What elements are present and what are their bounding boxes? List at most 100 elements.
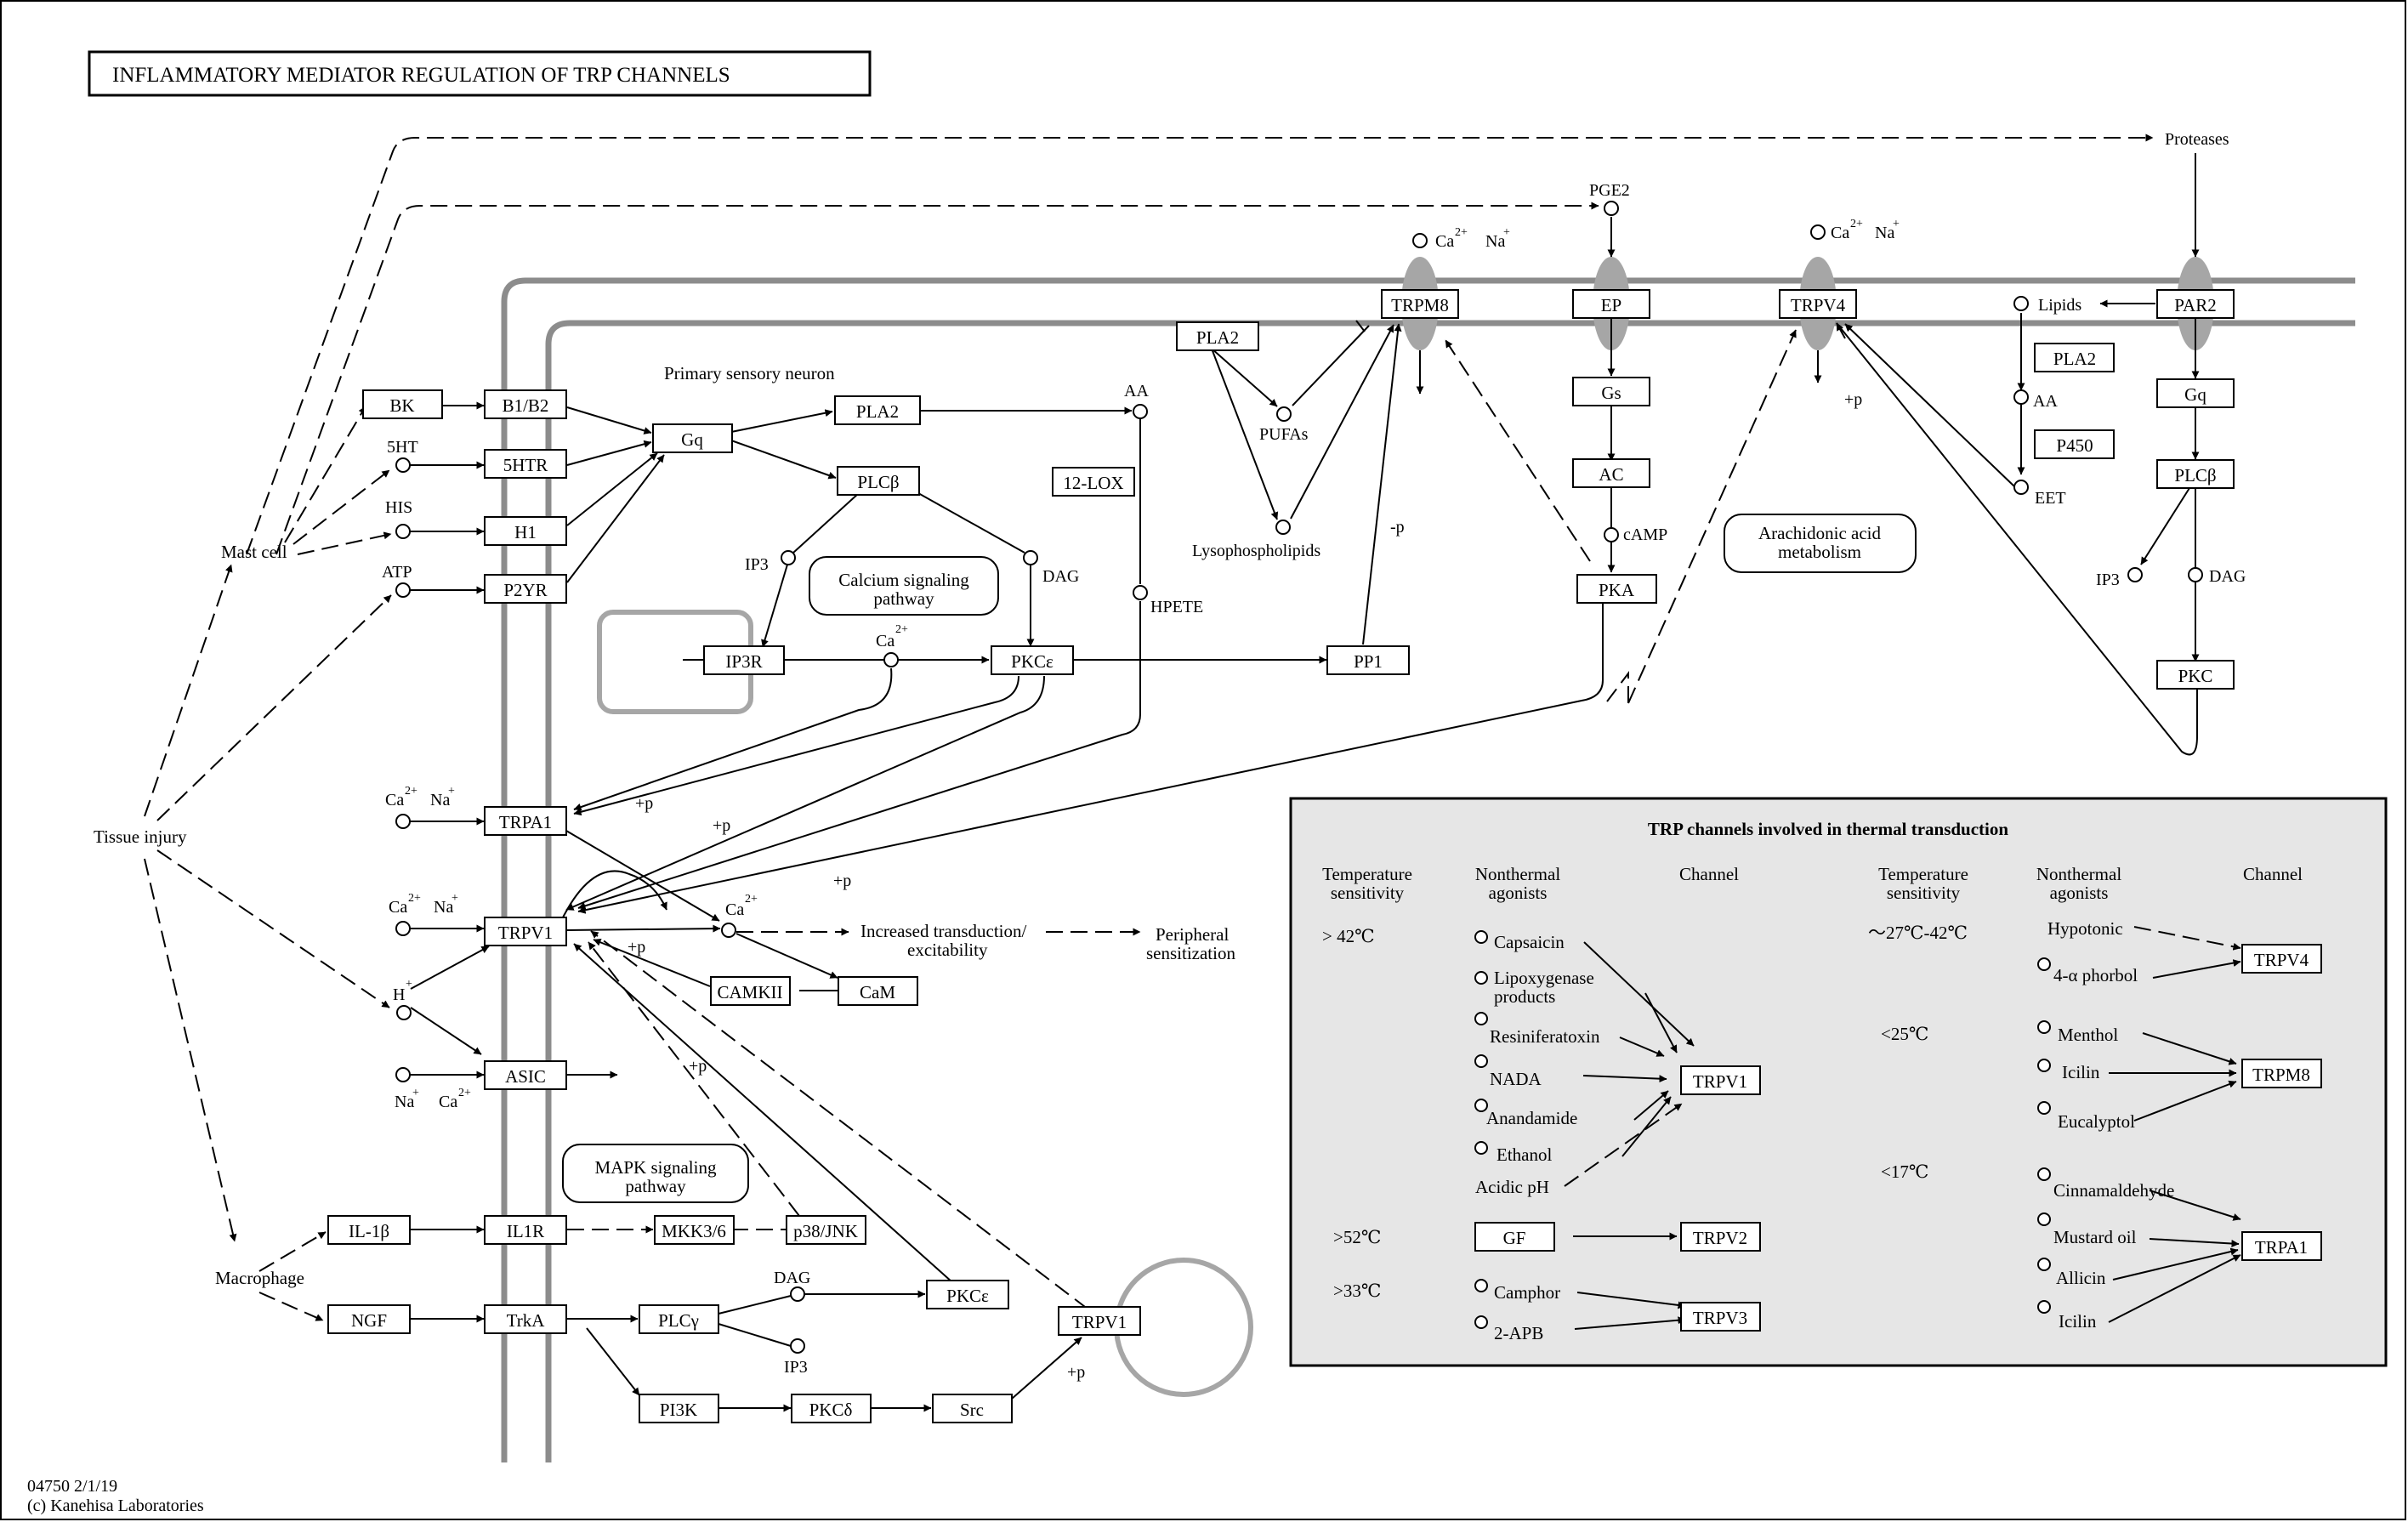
svg-text:sensitivity: sensitivity xyxy=(1331,883,1405,903)
cell-membrane xyxy=(501,277,2355,1462)
svg-text:ASIC: ASIC xyxy=(505,1066,546,1087)
svg-text:NGF: NGF xyxy=(351,1310,387,1331)
gene-h1: H1 xyxy=(484,516,567,546)
svg-text:2+: 2+ xyxy=(1455,226,1468,239)
svg-text:Cinnamaldehyde: Cinnamaldehyde xyxy=(2053,1180,2174,1201)
svg-text:+: + xyxy=(452,892,458,905)
svg-text:Gq: Gq xyxy=(681,429,703,450)
cpd-ca-trpv1-left xyxy=(395,921,411,936)
gene-p2yr: P2YR xyxy=(484,574,567,604)
svg-text:Ca: Ca xyxy=(439,1093,457,1111)
label-lipids: Lipids xyxy=(2038,296,2081,315)
svg-text:Allicin: Allicin xyxy=(2056,1268,2106,1288)
svg-text:P450: P450 xyxy=(2056,435,2093,456)
svg-text:<25℃: <25℃ xyxy=(1881,1024,1928,1044)
svg-text:Anandamide: Anandamide xyxy=(1486,1108,1577,1128)
svg-text:+: + xyxy=(412,1087,419,1099)
svg-text:INFLAMMATORY MEDIATOR REGULA: INFLAMMATORY MEDIATOR REGULATION OF TRP … xyxy=(112,64,730,87)
link-mapk-signaling: MAPK signaling pathway xyxy=(562,1144,749,1203)
svg-text:Channel: Channel xyxy=(2243,864,2303,884)
gene-trpv4: TRPV4 xyxy=(1779,289,1857,319)
svg-text:PLA2: PLA2 xyxy=(2053,349,2096,369)
gene-il1b: IL-1β xyxy=(327,1215,411,1245)
svg-text:Calcium signaling: Calcium signaling xyxy=(838,570,969,590)
svg-text:IP3R: IP3R xyxy=(725,651,762,672)
cpd-ca-trpv1 xyxy=(721,923,736,938)
label-aa-left: AA xyxy=(1124,382,1149,400)
cpd-dag-top xyxy=(1023,550,1038,565)
thermal-trpv2: TRPV2 xyxy=(1680,1222,1761,1252)
gene-12lox: 12-LOX xyxy=(1052,467,1135,497)
label-ca-mid: Ca xyxy=(876,632,894,650)
label-his: HIS xyxy=(385,498,412,517)
gene-plcb-right: PLCβ xyxy=(2156,459,2235,489)
label-proteases: Proteases xyxy=(2165,130,2229,149)
svg-text:～27℃-42℃: ～27℃-42℃ xyxy=(1868,923,1968,943)
svg-text:2+: 2+ xyxy=(745,893,758,906)
label-mast-cell: Mast cell xyxy=(221,542,287,562)
svg-text:2+: 2+ xyxy=(405,785,417,798)
svg-text:TRPM8: TRPM8 xyxy=(1391,295,1449,315)
label-aa-right: AA xyxy=(2033,392,2058,411)
svg-text:-p: -p xyxy=(1390,518,1405,537)
svg-text:(c) Kanehisa Laboratories: (c) Kanehisa Laboratories xyxy=(27,1496,204,1515)
svg-text:pathway: pathway xyxy=(625,1176,686,1196)
svg-text:2+: 2+ xyxy=(458,1087,471,1099)
cpd-ca-mid xyxy=(883,652,899,667)
svg-text:Temperature: Temperature xyxy=(1878,864,1968,884)
thermal-trpv3: TRPV3 xyxy=(1680,1302,1761,1332)
label-camp: cAMP xyxy=(1623,525,1667,544)
svg-text:Src: Src xyxy=(960,1400,984,1420)
cpd-dag-right xyxy=(2188,567,2203,582)
gene-pkcd: PKCδ xyxy=(791,1394,872,1423)
gene-pla2-right: PLA2 xyxy=(2034,343,2115,372)
label-primary-sensory-neuron: Primary sensory neuron xyxy=(664,363,835,383)
gene-pkce-mid: PKCε xyxy=(991,645,1074,675)
gene-p450: P450 xyxy=(2034,429,2115,459)
svg-text:agonists: agonists xyxy=(1489,883,1548,903)
gene-b1b2: B1/B2 xyxy=(484,389,567,419)
gene-pp1: PP1 xyxy=(1326,645,1410,675)
gene-cam: CaM xyxy=(838,976,918,1006)
svg-text:PLA2: PLA2 xyxy=(1196,327,1239,348)
svg-text:CaM: CaM xyxy=(860,982,895,1002)
map-title: INFLAMMATORY MEDIATOR REGULATION OF TRP … xyxy=(88,50,872,97)
svg-text:PLCγ: PLCγ xyxy=(658,1310,699,1331)
cpd-pufas xyxy=(1276,406,1292,422)
svg-text:<17℃: <17℃ xyxy=(1881,1161,1928,1182)
svg-text:Nonthermal: Nonthermal xyxy=(2036,864,2121,884)
svg-text:+: + xyxy=(1893,218,1900,230)
svg-text:AC: AC xyxy=(1599,464,1623,485)
svg-text:2+: 2+ xyxy=(895,623,908,636)
gene-mkk36: MKK3/6 xyxy=(654,1215,735,1245)
svg-text:pathway: pathway xyxy=(873,588,934,609)
svg-text:Capsaicin: Capsaicin xyxy=(1494,932,1565,952)
cpd-ca-trpm8 xyxy=(1412,233,1428,248)
svg-text:+p: +p xyxy=(689,1057,707,1076)
svg-text:Ethanol: Ethanol xyxy=(1496,1144,1552,1165)
label-dag-right: DAG xyxy=(2209,567,2246,586)
cpd-lysophospholipids xyxy=(1275,520,1291,535)
svg-text:Ca: Ca xyxy=(1435,232,1454,251)
cpd-lipids xyxy=(2013,296,2029,311)
svg-text:Na: Na xyxy=(430,791,450,809)
cpd-ca-trpv4 xyxy=(1810,224,1826,240)
svg-text:+p: +p xyxy=(1844,390,1862,409)
gene-ngf: NGF xyxy=(327,1304,411,1334)
cpd-ip3-right xyxy=(2127,567,2143,582)
svg-text:IL-1β: IL-1β xyxy=(349,1221,389,1241)
svg-text:Resiniferatoxin: Resiniferatoxin xyxy=(1490,1026,1600,1047)
gene-p38jnk: p38/JNK xyxy=(786,1215,866,1245)
label-lysophospholipids: Lysophospholipids xyxy=(1192,542,1320,560)
svg-text:Hypotonic: Hypotonic xyxy=(2047,918,2123,939)
svg-text:Gs: Gs xyxy=(1601,383,1621,403)
svg-text:Ca: Ca xyxy=(389,898,407,917)
thermal-gf: GF xyxy=(1474,1222,1555,1252)
svg-text:PLCβ: PLCβ xyxy=(2174,465,2216,486)
svg-text:+p: +p xyxy=(1067,1363,1085,1382)
svg-text:04750 2/1/19: 04750 2/1/19 xyxy=(27,1477,117,1496)
svg-text:CAMKII: CAMKII xyxy=(718,982,783,1002)
svg-text:p38/JNK: p38/JNK xyxy=(793,1221,858,1241)
svg-text:Lipoxygenase: Lipoxygenase xyxy=(1494,968,1594,988)
svg-text:TRPA1: TRPA1 xyxy=(499,812,552,832)
